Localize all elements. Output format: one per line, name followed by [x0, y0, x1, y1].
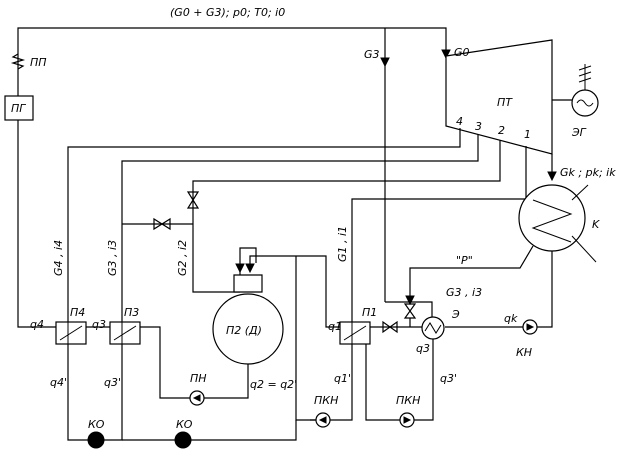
steam-generator-pg [4, 95, 34, 121]
valve-p-line [403, 303, 417, 319]
label-q4: q4 [30, 318, 44, 331]
label-q3-left: q3 [92, 318, 106, 331]
feed-line [17, 120, 62, 328]
p-line-arrow [405, 295, 415, 306]
label-eg: ЭГ [571, 126, 587, 139]
deaerator-outlet [204, 364, 249, 399]
drain-cooler-ko-1 [87, 431, 105, 449]
label-pg: ПГ [11, 102, 26, 115]
label-ko1: КО [88, 418, 105, 431]
label-p3: П3 [124, 306, 139, 319]
condenser-k [518, 184, 586, 252]
label-g0: G0 [454, 46, 470, 59]
label-q2eq: q2 = q2' [250, 378, 297, 391]
label-ext3: 3 [475, 120, 482, 133]
label-pkn1: ПКН [314, 394, 338, 407]
label-g1i1: G1 , i1 [336, 226, 349, 262]
arrow-exhaust [547, 171, 557, 182]
label-gk: Gk ; pk; ik [560, 166, 616, 179]
label-header: (G0 + G3); p0; T0; i0 [170, 6, 285, 19]
label-kn: КН [516, 346, 532, 359]
heater-p3-diag [113, 325, 137, 341]
superheater-pp [10, 53, 26, 70]
label-g3i3-right: G3 , i3 [446, 286, 482, 299]
label-q1p: q1' [334, 372, 351, 385]
heater-p4-diag [59, 325, 83, 341]
label-g3-top: G3 [364, 48, 380, 61]
arrow-g0 [441, 49, 451, 60]
label-p-quote: "P" [456, 254, 473, 267]
label-p4: П4 [70, 306, 85, 319]
label-q4p: q4' [50, 376, 67, 389]
label-q1: q1 [328, 320, 342, 333]
cooling-water-out [571, 235, 597, 263]
generator-ground-tick1 [578, 65, 592, 71]
label-pn: ПН [190, 372, 207, 385]
label-g4i4: G4 , i4 [52, 240, 65, 276]
extraction-line-2 [192, 140, 501, 293]
ko2-return [191, 420, 297, 441]
arrow-into-deaerator-1 [235, 263, 245, 274]
g3-to-ejector [385, 301, 433, 317]
ejector-coil [424, 322, 442, 334]
label-ext1: 1 [524, 128, 531, 141]
label-pt: ПТ [497, 96, 513, 109]
extraction-line-3 [121, 134, 479, 322]
label-p2d: П2 (Д) [226, 324, 262, 337]
deaerator-neck [233, 274, 263, 293]
heater-p1-diag [343, 325, 367, 341]
pkn1-arrow [318, 416, 327, 424]
main-steam-line [17, 27, 447, 96]
extraction-line-1 [351, 146, 527, 322]
label-k: K [592, 218, 600, 231]
generator-ground-tick3 [578, 77, 592, 83]
label-g2i2: G2 , i2 [176, 240, 189, 276]
extraction-line-4 [67, 128, 461, 322]
valve-ext2-vertical [186, 191, 200, 209]
condensate-line [445, 251, 553, 328]
label-q3p-left: q3' [104, 376, 121, 389]
p3-drain-line [104, 344, 123, 441]
p1-to-deaerator [249, 255, 340, 328]
pkn1-return [295, 256, 316, 421]
arrow-g3 [380, 57, 390, 68]
pn-arrow [192, 394, 201, 402]
kn-arrow [526, 323, 535, 331]
arrow-into-deaerator-2 [245, 263, 255, 274]
generator-sine-icon [576, 99, 594, 107]
label-ext4: 4 [456, 115, 463, 128]
p-signal-line [409, 245, 534, 302]
label-q3-e: q3 [416, 342, 430, 355]
label-qk: qk [504, 312, 518, 325]
pkn2-arrow [403, 416, 412, 424]
pn-to-p3 [140, 326, 190, 399]
label-q3p-right: q3' [440, 372, 457, 385]
generator-ground-tick2 [578, 71, 592, 77]
drain-cooler-ko-2 [174, 431, 192, 449]
p4-drain-line [67, 344, 94, 441]
label-e: Э [451, 308, 460, 321]
label-ext2: 2 [498, 124, 505, 137]
cooling-water-in [571, 184, 589, 201]
label-p1: П1 [362, 306, 377, 319]
valve-ext2-branch [153, 217, 171, 231]
condenser-coil [531, 199, 573, 243]
label-pp: ПП [30, 56, 47, 69]
label-ko2: КО [176, 418, 193, 431]
label-pkn2: ПКН [396, 394, 420, 407]
valve-e-p1 [382, 320, 398, 334]
label-g3i3-left: G3 , i3 [106, 240, 119, 276]
